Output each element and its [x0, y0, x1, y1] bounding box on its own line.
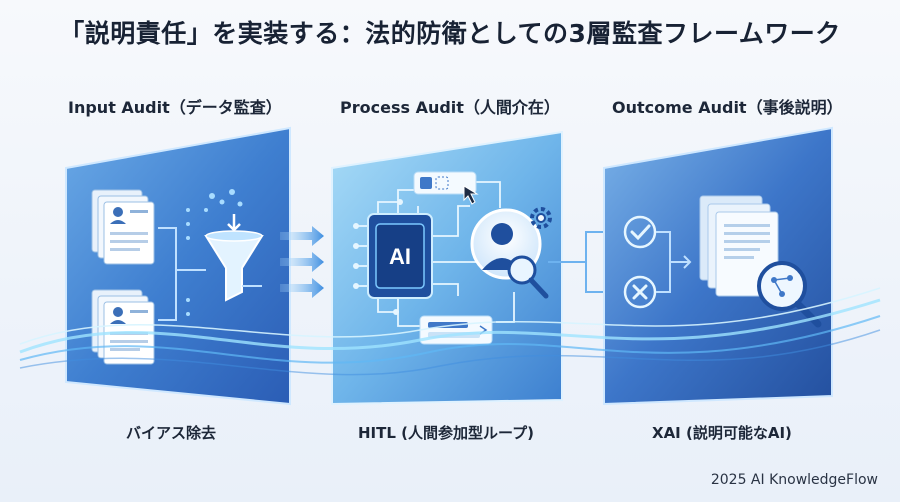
input-audit-panel: [65, 126, 291, 406]
outcome-audit-panel: [603, 126, 833, 406]
credit-text: 2025 AI KnowledgeFlow: [710, 472, 878, 488]
ui-widget-icon: [413, 171, 479, 205]
page-title: 「説明責任」を実装する：法的防衛としての3層監査フレームワーク: [59, 19, 841, 48]
flow-arrows-1: [280, 226, 324, 298]
process-audit-panel: AI: [331, 130, 563, 406]
document-stack-icon: [91, 189, 155, 265]
funnel-icon: [204, 214, 264, 302]
form-widget-icon: [419, 315, 493, 345]
magnifier-icon: [507, 255, 549, 299]
magnifier-icon: [757, 261, 822, 328]
stage-caption-process: HITL (人間参加型ループ): [358, 424, 534, 442]
ai-chip-icon: AI: [367, 213, 433, 299]
cursor-icon: [463, 185, 479, 205]
stage-heading-input: Input Audit（データ監査）: [68, 98, 282, 117]
stage-heading-process: Process Audit（人間介在）: [340, 98, 560, 117]
stage-caption-outcome: XAI (説明可能なAI): [652, 424, 792, 442]
check-icon: [623, 215, 657, 249]
gear-icon: [530, 207, 552, 229]
stage-caption-input: バイアス除去: [126, 424, 217, 442]
cross-icon: [623, 275, 657, 309]
data-flow-wave: [19, 287, 881, 376]
ai-chip-label: AI: [389, 244, 411, 269]
stage-heading-outcome: Outcome Audit（事後説明）: [612, 98, 843, 117]
